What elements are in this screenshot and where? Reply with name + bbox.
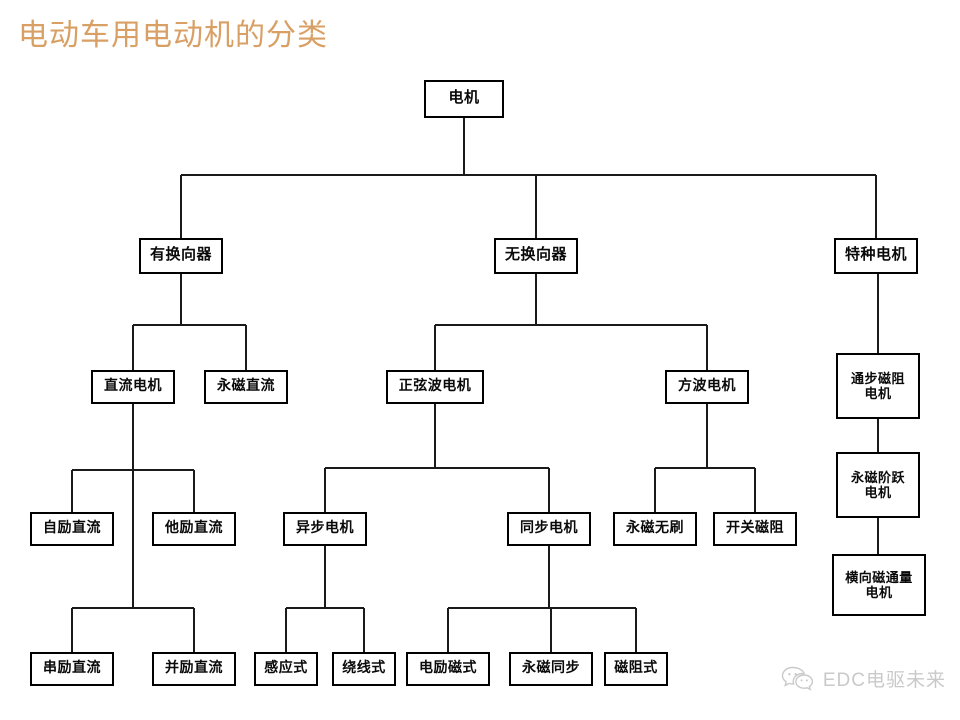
tree-node-label: 正弦波电机 [398,378,472,394]
tree-node[interactable]: 方波电机 [665,370,749,404]
tree-node-label: 并励直流 [165,660,223,676]
tree-node-label: 绕线式 [342,660,386,676]
tree-node[interactable]: 永磁同步 [509,652,593,686]
tree-node[interactable]: 串励直流 [30,652,114,686]
tree-node-label: 自励直流 [43,520,101,536]
tree-node[interactable]: 绕线式 [332,652,396,686]
tree-node-label: 特种电机 [844,247,907,264]
tree-node[interactable]: 并励直流 [152,652,236,686]
tree-node-label: 有换向器 [149,247,212,264]
tree-node[interactable]: 同步电机 [507,512,591,546]
tree-node[interactable]: 无换向器 [494,238,578,274]
tree-node[interactable]: 永磁直流 [204,370,288,404]
tree-node-label: 感应式 [264,660,308,676]
tree-node-label: 电机 [448,90,480,107]
tree-node[interactable]: 感应式 [254,652,318,686]
tree-node[interactable]: 直流电机 [91,370,175,404]
tree-node[interactable]: 他励直流 [152,512,236,546]
tree-node[interactable]: 横向磁通量电机 [832,554,926,616]
tree-node-label: 永磁同步 [522,660,580,676]
tree-node-label: 串励直流 [43,660,101,676]
tree-node[interactable]: 自励直流 [30,512,114,546]
tree-node[interactable]: 永磁无刷 [613,512,697,546]
tree-node-label: 无换向器 [504,247,567,264]
tree-node[interactable]: 特种电机 [834,238,918,274]
tree-node-label: 通步磁阻电机 [850,370,905,401]
tree-node[interactable]: 通步磁阻电机 [836,353,920,419]
tree-node-label: 异步电机 [296,520,354,536]
tree-node-label: 永磁阶跃电机 [850,469,905,500]
tree-node[interactable]: 开关磁阻 [713,512,797,546]
watermark-text: EDC电驱未来 [822,670,946,691]
tree-node-label: 永磁无刷 [626,520,684,536]
tree-node-label: 磁阻式 [614,660,658,676]
tree-node[interactable]: 正弦波电机 [386,370,484,404]
tree-node-label: 永磁直流 [217,378,275,394]
wechat-bubbles-icon [781,666,815,692]
tree-node[interactable]: 异步电机 [283,512,367,546]
tree-node-label: 开关磁阻 [726,520,784,536]
watermark: EDC电驱未来 [781,665,946,692]
tree-node-label: 直流电机 [104,378,162,394]
page-title: 电动车用电动机的分类 [18,19,328,52]
tree-node[interactable]: 有换向器 [139,238,223,274]
tree-node[interactable]: 永磁阶跃电机 [836,452,920,518]
tree-node[interactable]: 电机 [424,80,504,118]
tree-node-label: 方波电机 [678,378,736,394]
tree-node-label: 同步电机 [520,520,578,536]
tree-node[interactable]: 磁阻式 [604,652,668,686]
tree-node-label: 他励直流 [165,520,223,536]
tree-node-label: 电励磁式 [419,660,477,676]
tree-node[interactable]: 电励磁式 [406,652,490,686]
tree-node-label: 横向磁通量电机 [845,569,913,600]
